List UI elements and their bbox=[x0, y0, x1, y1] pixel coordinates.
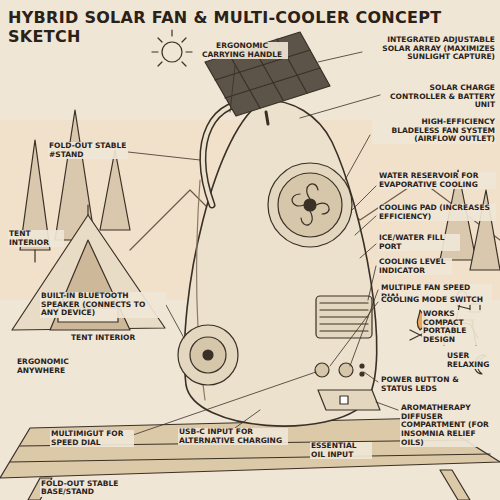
callout-label: COOLING LEVEL INDICATOR bbox=[378, 258, 452, 275]
callout-label: ERGONOMIC ANYWHERE bbox=[16, 358, 98, 375]
callout-label: USER RELAXING bbox=[446, 352, 496, 369]
controls bbox=[315, 296, 380, 410]
callout-label: USB-C INPUT FOR ALTERNATIVE CHARGING bbox=[178, 428, 288, 445]
callout-label: BUILT-IN BLUETOOTH SPEAKER (CONNECTS TO … bbox=[40, 292, 166, 318]
speaker bbox=[178, 325, 238, 385]
tent bbox=[12, 205, 165, 330]
callout-label: POWER BUTTON & STATUS LEDS bbox=[380, 376, 494, 393]
callout-label: WATER RESERVOIR FOR EVAPORATIVE COOLING bbox=[378, 172, 496, 189]
callout-label: TENT INTERIOR bbox=[70, 334, 140, 343]
callout-label: TENT INTERIOR bbox=[8, 230, 64, 247]
callout-label: MULTIMIGUT FOR SPEED DIAL bbox=[50, 430, 134, 447]
callout-label: ICE/WATER FILL PORT bbox=[378, 234, 460, 251]
callout-label: FOLD-OUT STABLE #STAND bbox=[48, 142, 128, 159]
callout-label: INTEGRATED ADJUSTABLE SOLAR ARRAY (MAXIM… bbox=[364, 36, 496, 62]
callout-label: COOLING PAD (INCREASES EFFICIENCY) bbox=[378, 204, 496, 221]
callout-label: ERGONOMIC CARRYING HANDLE bbox=[196, 42, 288, 59]
callout-label: HIGH-EFFICIENCY BLADELESS FAN SYSTEM (AI… bbox=[372, 118, 496, 144]
callout-label: COOLING MODE SWITCH bbox=[380, 296, 492, 305]
callout-label: WORKS COMPACT PORTABLE DESIGN bbox=[422, 310, 496, 345]
callout-label: ESSENTIAL OIL INPUT bbox=[310, 442, 372, 459]
callout-label: AROMATHERAPY DIFFUSER COMPARTMENT (FOR I… bbox=[400, 404, 496, 447]
bladeless-fan bbox=[268, 163, 352, 247]
callout-label: SOLAR CHARGE CONTROLLER & BATTERY UNIT bbox=[382, 84, 496, 110]
callout-label: FOLD-OUT STABLE BASE/STAND bbox=[40, 480, 160, 497]
leader-lines bbox=[128, 52, 398, 436]
sun bbox=[152, 30, 192, 66]
